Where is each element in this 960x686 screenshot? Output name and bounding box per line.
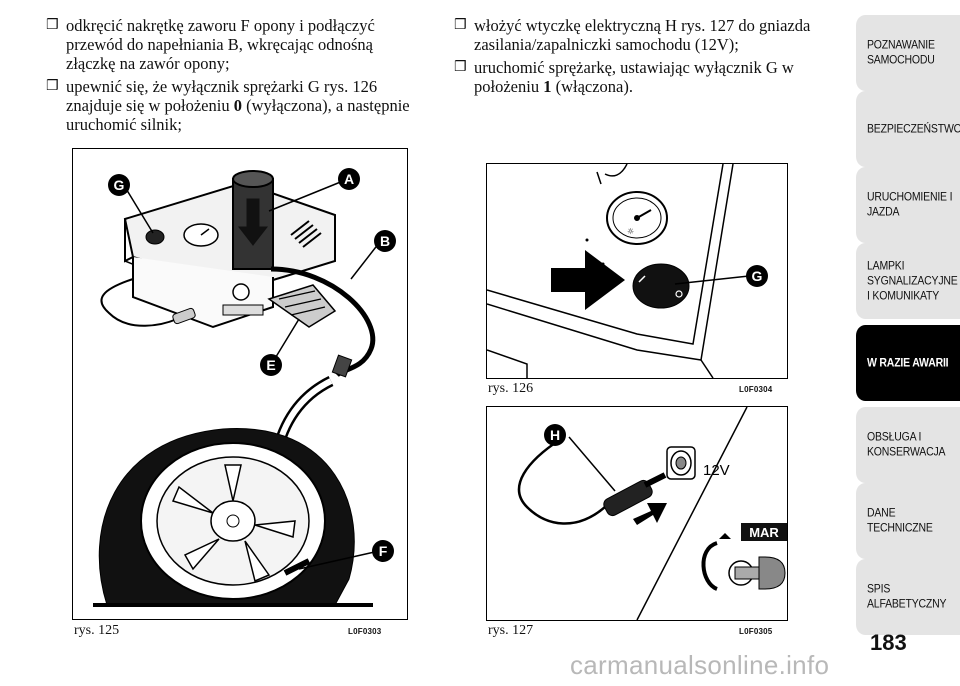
switch-position-value: 0 [233, 96, 242, 115]
checkbox-bullet-icon: ❒ [454, 17, 467, 33]
instruction-text: (wyłączona), a następnie uruchomić silni… [66, 96, 410, 134]
instruction-item: ❒ uruchomić sprężarkę, ustawiając wyłącz… [454, 58, 824, 96]
svg-text:☼: ☼ [627, 227, 634, 236]
power-socket-illustration: 12V MAR H [517, 407, 787, 620]
instruction-text: (włączona). [551, 77, 633, 96]
checkbox-bullet-icon: ❒ [46, 17, 59, 33]
tab-label: OBSŁUGA I KONSERWACJA [867, 430, 946, 459]
callout-label-e: E [266, 357, 275, 373]
figure-compressor-switch: ☼ G [486, 163, 788, 379]
instruction-item: ❒ włożyć wtyczkę elektryczną H rys. 127 … [454, 16, 824, 54]
figure-caption: rys. 125 [74, 623, 120, 638]
figure-power-socket: 12V MAR H [486, 406, 788, 621]
tab-label: POZNAWANIE SAMOCHODU [867, 38, 935, 67]
instruction-item: ❒ odkręcić nakrętkę zaworu F opony i pod… [46, 16, 416, 73]
figure-code: L0F0303 [348, 627, 382, 636]
tab-label: DANE TECHNICZNE [867, 506, 933, 535]
tab-label: BEZPIECZEŃSTWO [867, 121, 960, 136]
callout-label-b: B [380, 233, 390, 249]
callout-label-g: G [114, 177, 125, 193]
figure-code: L0F0304 [739, 385, 773, 394]
socket-voltage-label: 12V [703, 462, 730, 479]
checkbox-bullet-icon: ❒ [46, 78, 59, 94]
callout-label-h: H [550, 427, 560, 443]
tab-bezpieczenstwo[interactable]: BEZPIECZEŃSTWO [856, 91, 960, 167]
instruction-item: ❒ upewnić się, że wyłącznik sprężarki G … [46, 77, 416, 134]
figure-caption: rys. 127 [488, 623, 534, 638]
ignition-mar-label: MAR [749, 525, 779, 540]
figure-code: L0F0305 [739, 627, 773, 636]
callout-label-a: A [344, 171, 354, 187]
checkbox-bullet-icon: ❒ [454, 59, 467, 75]
tab-label: LAMPKI SYGNALIZACYJNE I KOMUNIKATY [867, 258, 958, 303]
instruction-text: odkręcić nakrętkę zaworu F opony i podłą… [66, 16, 375, 73]
watermark: carmanualsonline.info [570, 650, 830, 680]
tab-w-razie-awarii[interactable]: W RAZIE AWARII [856, 325, 960, 401]
instruction-text: uruchomić sprężarkę, ustawiając wyłączni… [474, 58, 794, 96]
switch-position-value: 1 [543, 77, 552, 96]
callout-label-g: G [752, 268, 763, 284]
tab-label: W RAZIE AWARII [867, 355, 949, 370]
tab-obsluga-konserwacja[interactable]: OBSŁUGA I KONSERWACJA [856, 407, 960, 483]
tab-lampki-sygnalizacyjne[interactable]: LAMPKI SYGNALIZACYJNE I KOMUNIKATY [856, 243, 960, 319]
tab-uruchomienie-jazda[interactable]: URUCHOMIENIE I JAZDA [856, 167, 960, 243]
figure-caption: rys. 126 [488, 381, 534, 396]
left-text-column: ❒ odkręcić nakrętkę zaworu F opony i pod… [46, 16, 416, 138]
tab-label: SPIS ALFABETYCZNY [867, 582, 947, 611]
page-number: 183 [870, 630, 907, 655]
tab-poznawanie-samochodu[interactable]: POZNAWANIE SAMOCHODU [856, 15, 960, 91]
instruction-text: włożyć wtyczkę elektryczną H rys. 127 do… [474, 16, 811, 54]
figure-compressor-tyre: G A B E F [72, 148, 408, 620]
compressor-tyre-illustration: G A B E F [93, 168, 396, 607]
right-text-column: ❒ włożyć wtyczkę elektryczną H rys. 127 … [454, 16, 824, 100]
callout-label-f: F [379, 543, 388, 559]
compressor-switch-illustration: ☼ G [487, 164, 768, 378]
tab-label: URUCHOMIENIE I JAZDA [867, 190, 953, 219]
tab-dane-techniczne[interactable]: DANE TECHNICZNE [856, 483, 960, 559]
tab-spis-alfabetyczny[interactable]: SPIS ALFABETYCZNY [856, 559, 960, 635]
instruction-text: upewnić się, że wyłącznik sprężarki G ry… [66, 77, 378, 115]
